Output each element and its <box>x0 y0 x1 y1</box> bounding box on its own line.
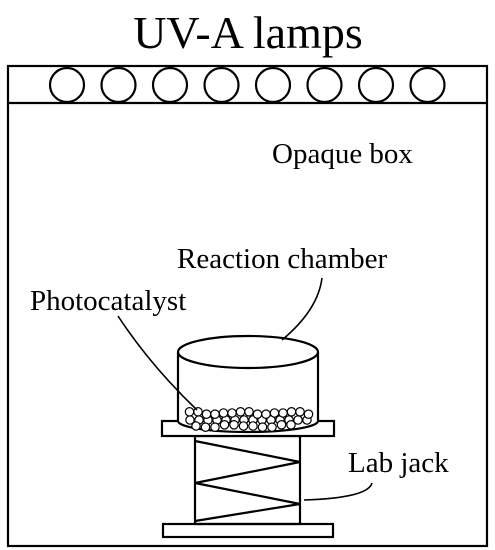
catalyst-bead <box>201 409 212 419</box>
catalyst-bead <box>218 408 229 418</box>
catalyst-bead <box>286 419 296 430</box>
catalyst-bead <box>261 409 271 419</box>
uv-lamp <box>357 66 395 104</box>
uv-lamp <box>100 66 137 104</box>
catalyst-bead <box>244 406 254 417</box>
catalyst-bead <box>257 422 268 432</box>
catalyst-bead <box>248 421 258 431</box>
catalyst-bead <box>278 408 288 418</box>
catalyst-bead <box>267 422 277 432</box>
catalyst-bead <box>269 408 280 418</box>
label-opaque-box: Opaque box <box>272 138 413 170</box>
catalyst-bead <box>286 406 297 417</box>
lab-jack-scissor <box>194 439 301 523</box>
catalyst-bead <box>295 406 305 417</box>
catalyst-bead <box>227 408 237 418</box>
catalyst-bead <box>191 421 201 431</box>
title-uv-a-lamps: UV-A lamps <box>133 7 363 58</box>
leader-photocatalyst <box>117 315 198 411</box>
catalyst-bead <box>200 422 211 432</box>
lab-jack <box>160 419 336 539</box>
leader-reaction-chamber <box>281 277 323 341</box>
catalyst-bead <box>303 409 314 419</box>
uv-lamp <box>306 66 343 104</box>
catalyst-bead <box>210 409 220 419</box>
chamber-top <box>176 334 320 370</box>
lab-jack-base <box>161 522 335 539</box>
catalyst-bead <box>210 422 220 432</box>
catalyst-bead <box>184 406 195 417</box>
uv-lamp <box>254 66 292 104</box>
catalyst-bead <box>238 421 249 431</box>
photocatalyst-beads <box>184 406 314 432</box>
catalyst-bead <box>219 419 230 430</box>
uv-lamp-row <box>48 66 446 104</box>
label-reaction-chamber: Reaction chamber <box>177 243 387 275</box>
catalyst-bead <box>229 419 239 430</box>
label-lab-jack: Lab jack <box>348 447 449 479</box>
label-photocatalyst: Photocatalyst <box>30 285 186 317</box>
uv-lamp <box>151 66 189 104</box>
catalyst-bead <box>235 406 246 417</box>
leader-lab-jack <box>303 482 373 501</box>
uv-lamp <box>203 66 240 104</box>
uv-lamp <box>409 66 446 104</box>
catalyst-bead <box>276 419 287 430</box>
uv-lamp <box>48 66 86 104</box>
catalyst-bead <box>252 409 263 419</box>
opaque-box <box>6 64 489 548</box>
